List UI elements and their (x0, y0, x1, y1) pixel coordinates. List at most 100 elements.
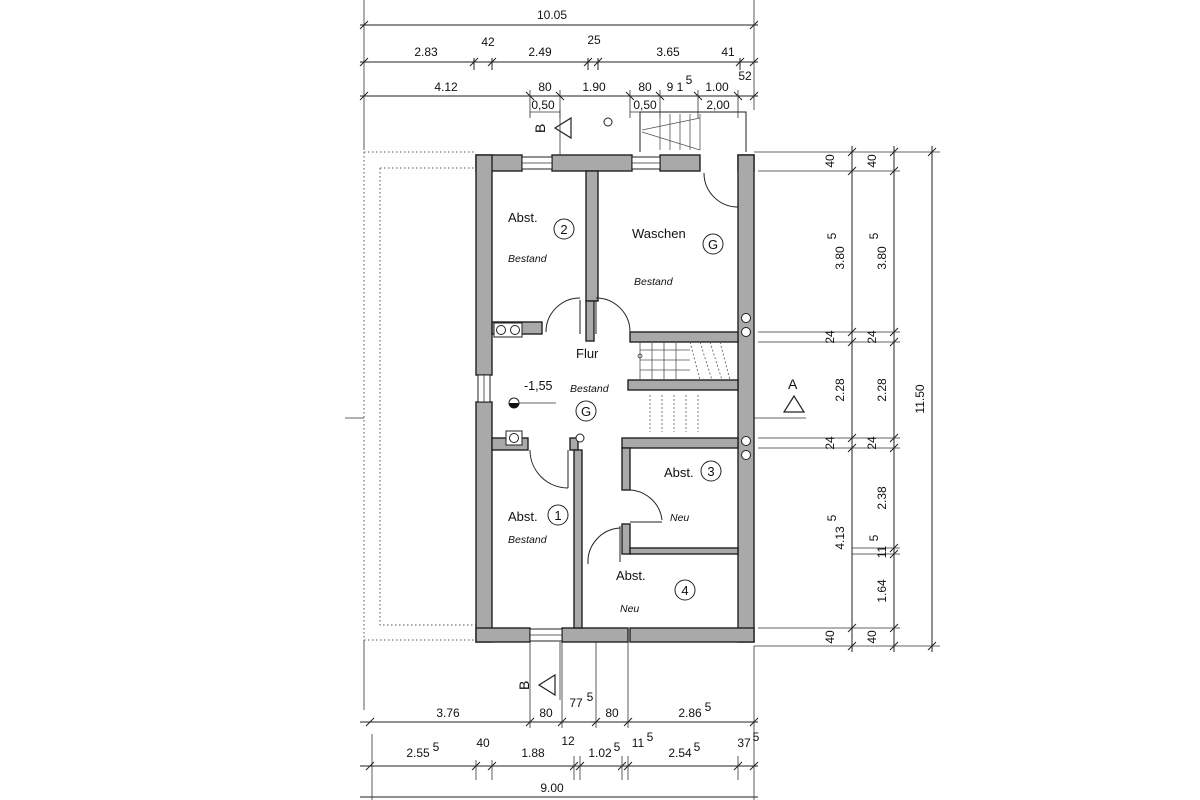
dim-top-r1-6: 41 (721, 45, 735, 59)
dim-right-in-3: 24 (823, 330, 837, 344)
wall-top-mid (551, 154, 633, 172)
room-number: G (708, 237, 718, 252)
wall-abst3-top (621, 437, 739, 449)
shafts (493, 117, 751, 460)
wall-left-upper (475, 154, 493, 376)
dim-bot-r1-3: 77 (569, 696, 583, 710)
dim-bot-r2-3: 1.88 (521, 746, 545, 760)
right-dimension-chains: 40 3.80 5 24 2.28 24 4.13 5 40 40 3.80 5… (754, 146, 940, 652)
room-status: Neu (670, 512, 689, 524)
room-status: Bestand (634, 276, 674, 288)
dim-bot-r1-5-sup: 5 (705, 700, 712, 714)
room-status: Bestand (570, 383, 610, 395)
room-number: 1 (554, 508, 561, 523)
entry-stair-top (639, 111, 747, 152)
wall-right (737, 154, 755, 643)
dim-top-r1-1: 2.83 (414, 45, 438, 59)
dim-bot-r2-7-sup: 5 (694, 740, 701, 754)
dim-top-r2-4: 80 (638, 80, 652, 94)
wall-abst3-left-lower (621, 523, 631, 555)
section-b-bottom: B (516, 642, 561, 700)
dim-top-r1-3: 2.49 (528, 45, 552, 59)
dim-bot-r2-8: 37 (737, 736, 751, 750)
dim-bot-r1-3-sup: 5 (587, 690, 594, 704)
room-number: 4 (681, 583, 688, 598)
dim-bot-r1-1: 3.76 (436, 706, 460, 720)
dim-top-r1-2: 42 (481, 35, 495, 49)
dim-bot-r1-4: 80 (605, 706, 619, 720)
door-abst1 (529, 449, 569, 489)
dim-right-in-4: 2.28 (833, 378, 847, 402)
door-abst3 (629, 489, 663, 521)
wall-top-right (659, 154, 701, 172)
dim-bot-r2-6: 11 (632, 736, 645, 750)
room-number: 3 (707, 464, 714, 479)
room-status: Bestand (508, 534, 548, 546)
existing-outline-dotted (345, 151, 476, 710)
section-label: B (532, 124, 548, 133)
dim-right-mid-1: 40 (865, 154, 879, 168)
room-number: G (581, 404, 591, 419)
dim-top-r1-5: 3.65 (656, 45, 680, 59)
dim-bot-r2-7: 2.54 (668, 746, 692, 760)
room-flur: Flur Bestand G -1,55 (508, 346, 610, 422)
dim-right-mid-8: 1.64 (875, 579, 889, 603)
dim-right-in-6: 4.13 (833, 526, 847, 550)
dim-top-r2-1: 4.12 (434, 80, 458, 94)
room-abst4: Abst. 4 Neu (616, 568, 696, 615)
dim-bot-r2-1-sup: 5 (433, 740, 440, 754)
dim-right-mid-6: 2.38 (875, 486, 889, 510)
dim-right-mid-9: 40 (865, 630, 879, 644)
room-abst2: Abst. 2 Bestand (508, 210, 575, 265)
wall-bottom-mid (561, 627, 629, 643)
dim-right-in-5: 24 (823, 436, 837, 450)
dim-right-mid-2-sup: 5 (867, 232, 881, 239)
room-name: Abst. (508, 509, 538, 524)
room-status: Neu (620, 603, 639, 615)
dim-bot-r1-5: 2.86 (678, 706, 702, 720)
door-entry (703, 172, 739, 208)
dim-top-sub-3: 2,00 (706, 98, 730, 112)
dim-top-r2-5: 9 1 (667, 80, 684, 94)
bottom-dimension-chains: 3.76 80 77 5 80 2.86 5 2.55 5 40 1.88 12… (360, 642, 760, 800)
dim-bot-r2-1: 2.55 (406, 746, 430, 760)
wall-left-lower (475, 401, 493, 643)
dim-bot-r2-8-sup: 5 (753, 730, 760, 744)
dim-right-mid-5: 24 (865, 436, 879, 450)
doors (529, 172, 739, 565)
wall-abst3-abst4 (629, 547, 739, 555)
dim-top-r2-7: 52 (738, 69, 752, 83)
dim-bot-overall: 9.00 (540, 781, 564, 795)
section-label: A (788, 376, 798, 392)
room-abst3: Abst. 3 Neu (664, 460, 722, 524)
dim-right-in-1: 40 (823, 154, 837, 168)
level-mark: -1,55 (524, 379, 553, 393)
room-name: Waschen (632, 226, 686, 241)
door-abst4 (587, 527, 621, 565)
room-name: Abst. (508, 210, 538, 225)
dim-right-in-2: 3.80 (833, 246, 847, 270)
door-abst2 (545, 297, 581, 333)
section-a-right: A (754, 376, 806, 419)
room-waschen: Waschen G Bestand (632, 226, 724, 288)
wall-abst2-stub (585, 300, 595, 342)
dim-bot-r1-2: 80 (539, 706, 553, 720)
dim-right-mid-3: 24 (865, 330, 879, 344)
dim-top-r2-5-sup: 5 (686, 73, 693, 87)
dim-top-r2-6: 1.00 (705, 80, 729, 94)
dim-right-in-6-sup: 5 (825, 514, 839, 521)
wall-bottom-left (475, 627, 531, 643)
room-name: Abst. (616, 568, 646, 583)
dim-top-sub-1: 0,50 (531, 98, 555, 112)
dim-bot-r2-5-sup: 5 (614, 740, 621, 754)
dim-right-mid-7-sup: 5 (867, 534, 881, 541)
dim-bot-r2-5: 1.02 (588, 746, 612, 760)
windows (477, 156, 661, 642)
wall-abst2-waschen (585, 170, 599, 302)
dim-right-in-7: 40 (823, 630, 837, 644)
wall-abst1-right (573, 449, 583, 629)
dim-bot-r2-4: 12 (561, 734, 575, 748)
room-number: 2 (560, 222, 567, 237)
room-abst1: Abst. 1 Bestand (508, 504, 569, 546)
